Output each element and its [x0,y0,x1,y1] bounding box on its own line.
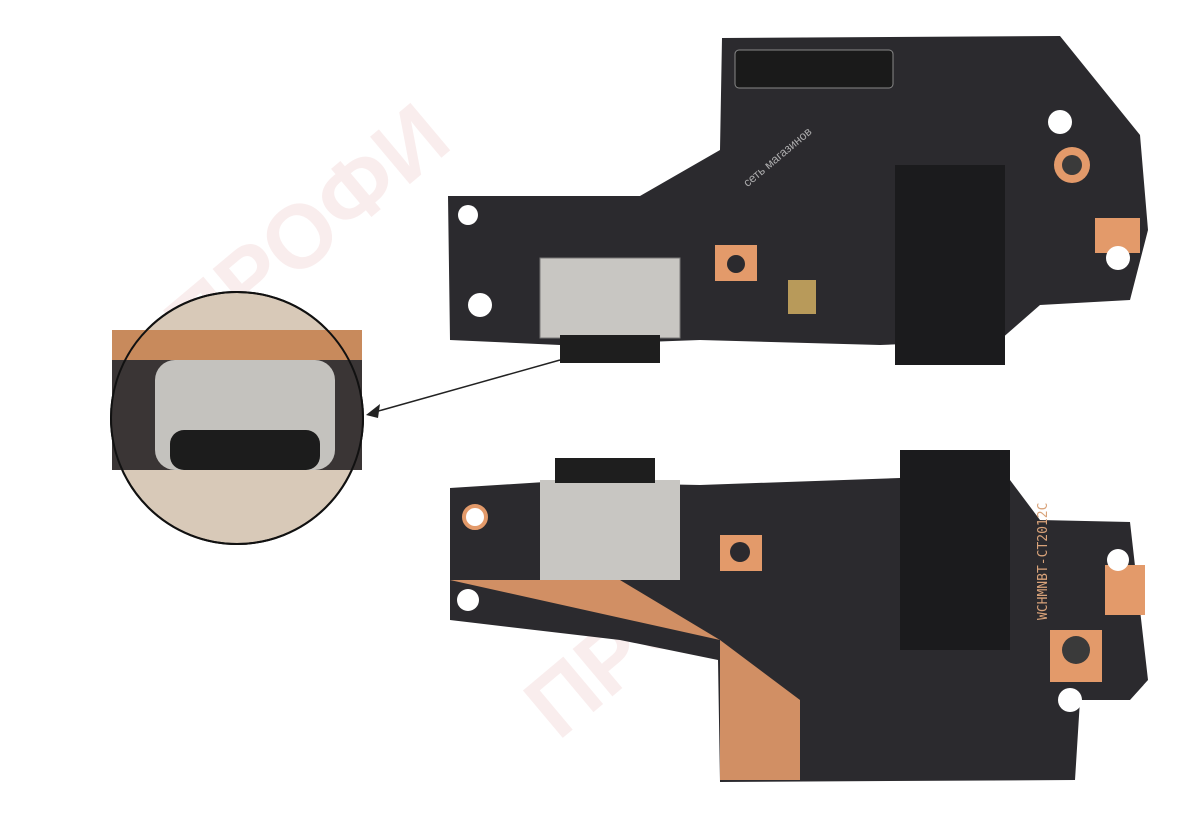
board-bottom [450,450,1148,782]
zoom-inset [110,291,364,545]
arrow-head-icon [366,404,380,418]
audio-jack [895,165,1005,365]
board-marking: WCHMNBT-CT2012C [1036,502,1051,620]
usb-c-port [540,480,680,580]
audio-jack [900,450,1010,650]
pointer-arrow [374,359,561,413]
fpc-connector [734,49,894,89]
usb-c-port [539,257,681,339]
board-top [448,36,1148,365]
